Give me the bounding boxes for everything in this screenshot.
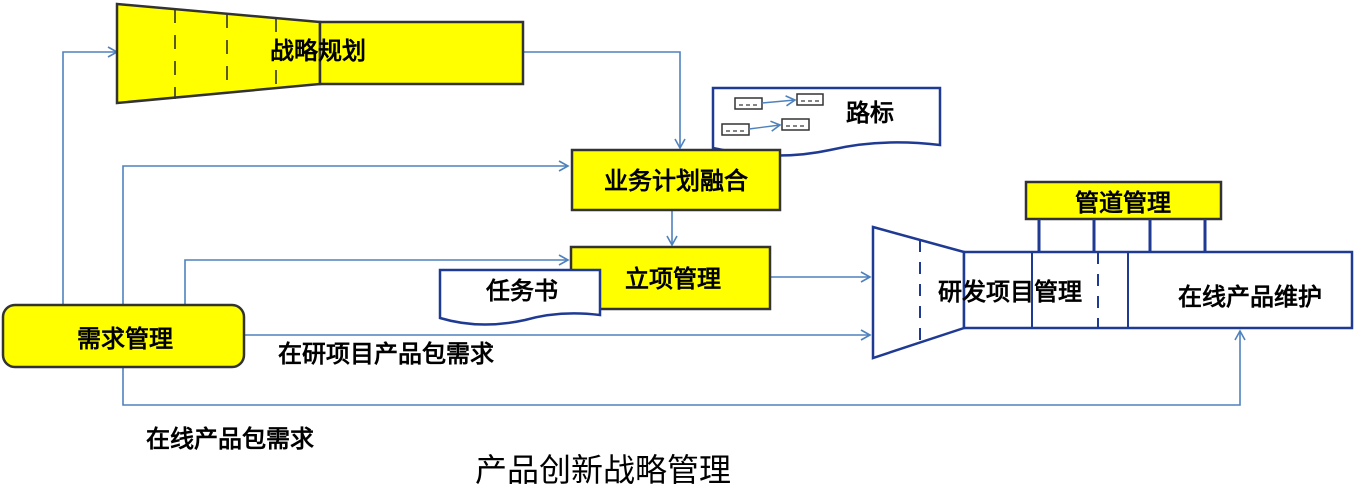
online-product-label: 在线产品维护 [1178, 283, 1322, 311]
business-plan-box [570, 148, 782, 212]
business-plan-node: 业务计划融合 [570, 148, 782, 212]
roadmap-document: 路标 [711, 86, 942, 157]
business-plan-label: 业务计划融合 [604, 167, 749, 195]
strategy-label: 战略规划 [270, 37, 366, 65]
strategy-funnel: 战略规划 [115, 2, 525, 105]
requirements-box [1, 303, 246, 369]
diagram-title: 产品创新战略管理 [475, 451, 731, 489]
in-dev-requirements-label: 在研项目产品包需求 [278, 340, 494, 368]
pipeline-box [1024, 180, 1223, 221]
requirements-node: 需求管理 [1, 303, 246, 369]
task-book-document: 任务书 [438, 268, 602, 326]
project-init-node: 立项管理 [569, 245, 772, 311]
arrow-strategy-to-business-plan [523, 51, 686, 150]
roadmap-label: 路标 [846, 99, 894, 127]
task-book-label: 任务书 [485, 277, 558, 305]
project-init-label: 立项管理 [625, 265, 721, 293]
rd-pipeline-box [962, 250, 1354, 330]
strategy-box [318, 20, 525, 86]
rd-funnel: 研发项目管理 在线产品维护 [871, 225, 1354, 360]
arrow-requirements-to-online [122, 329, 1246, 406]
task-book-shape [438, 268, 602, 326]
requirements-label: 需求管理 [77, 325, 173, 353]
project-init-box [569, 245, 772, 311]
arrow-requirements-to-project-init [184, 254, 570, 305]
pipeline-label: 管道管理 [1075, 189, 1171, 217]
connectors [62, 46, 1246, 406]
arrow-requirements-to-business-plan [122, 160, 570, 305]
online-requirements-label: 在线产品包需求 [146, 425, 314, 453]
pipeline-node: 管道管理 [1024, 180, 1223, 252]
rd-project-label: 研发项目管理 [938, 278, 1082, 306]
arrow-requirements-to-strategy [62, 46, 119, 305]
roadmap-icon [721, 93, 824, 136]
